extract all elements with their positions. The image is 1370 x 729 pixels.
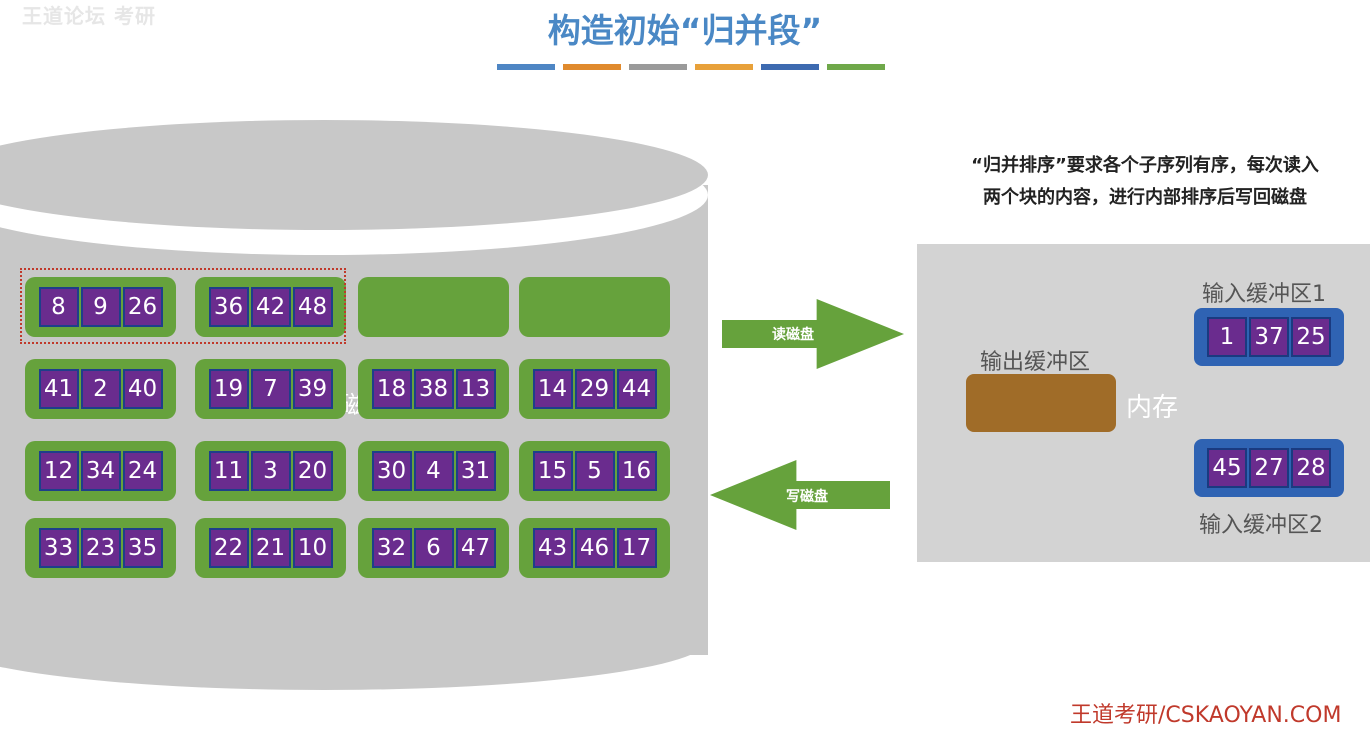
title-underline-segment [761, 64, 819, 70]
explanation-note: “归并排序”要求各个子序列有序，每次读入 两个块的内容，进行内部排序后写回磁盘 [925, 150, 1365, 214]
number-cell: 25 [1291, 317, 1331, 357]
number-cell: 46 [574, 528, 615, 568]
number-cell: 7 [250, 369, 291, 409]
number-cell: 20 [292, 451, 333, 491]
number-cell: 13 [455, 369, 496, 409]
selected-blocks-outline [20, 268, 346, 344]
number-cell: 16 [616, 451, 657, 491]
write-disk-label: 写磁盘 [786, 489, 828, 505]
number-cell: 3 [250, 451, 291, 491]
disk-cylinder-top [0, 120, 708, 230]
title-underline-segment [695, 64, 753, 70]
number-cell: 8 [38, 287, 79, 327]
output-buffer-label: 输出缓冲区 [980, 350, 1091, 375]
number-cell: 31 [455, 451, 496, 491]
number-cell: 38 [413, 369, 454, 409]
number-cell: 47 [455, 528, 496, 568]
number-cell: 33 [38, 528, 79, 568]
number-cell: 34 [80, 451, 121, 491]
number-cell: 30 [371, 451, 412, 491]
number-cell: 45 [1207, 448, 1247, 488]
number-cell: 6 [413, 528, 454, 568]
number-cell: 12 [38, 451, 79, 491]
disk-cylinder-body [0, 185, 708, 655]
number-cell: 35 [122, 528, 163, 568]
input-buffer-1-label: 输入缓冲区1 [1202, 282, 1326, 307]
number-cell: 43 [532, 528, 573, 568]
number-cell: 10 [292, 528, 333, 568]
number-cell: 24 [122, 451, 163, 491]
number-cell: 40 [122, 369, 163, 409]
number-cell: 44 [616, 369, 657, 409]
number-cell: 28 [1291, 448, 1331, 488]
number-cell: 15 [532, 451, 573, 491]
number-cell: 1 [1207, 317, 1247, 357]
number-cell: 29 [574, 369, 615, 409]
number-cell: 39 [292, 369, 333, 409]
read-disk-label: 读磁盘 [772, 327, 814, 343]
explanation-line-2: 两个块的内容，进行内部排序后写回磁盘 [983, 187, 1307, 208]
number-cell: 32 [371, 528, 412, 568]
input-buffer-2-label: 输入缓冲区2 [1199, 513, 1323, 538]
number-cell: 14 [532, 369, 573, 409]
number-cell: 18 [371, 369, 412, 409]
number-cell: 17 [616, 528, 657, 568]
number-cell: 19 [208, 369, 249, 409]
number-cell: 2 [80, 369, 121, 409]
title-underline-segment [629, 64, 687, 70]
footer-brand: 王道考研/CSKAOYAN.COM [1070, 703, 1342, 728]
number-cell: 9 [80, 287, 121, 327]
number-cell: 41 [38, 369, 79, 409]
watermark: 王道论坛 考研 [22, 4, 156, 28]
number-cell: 21 [250, 528, 291, 568]
page-title: 构造初始“归并段” [547, 11, 823, 50]
number-cell: 42 [250, 287, 291, 327]
number-cell: 5 [574, 451, 615, 491]
disk-block [519, 277, 670, 337]
number-cell: 36 [208, 287, 249, 327]
output-buffer [966, 374, 1116, 432]
explanation-line-1: “归并排序”要求各个子序列有序，每次读入 [971, 155, 1319, 176]
memory-label: 内存 [1126, 393, 1179, 423]
number-cell: 4 [413, 451, 454, 491]
number-cell: 27 [1249, 448, 1289, 488]
number-cell: 48 [292, 287, 333, 327]
number-cell: 11 [208, 451, 249, 491]
number-cell: 23 [80, 528, 121, 568]
disk-block [358, 277, 509, 337]
number-cell: 22 [208, 528, 249, 568]
disk-cylinder-bottom [0, 590, 708, 690]
title-underline-segment [497, 64, 555, 70]
title-underline-segment [563, 64, 621, 70]
number-cell: 26 [122, 287, 163, 327]
title-underline-segment [827, 64, 885, 70]
number-cell: 37 [1249, 317, 1289, 357]
